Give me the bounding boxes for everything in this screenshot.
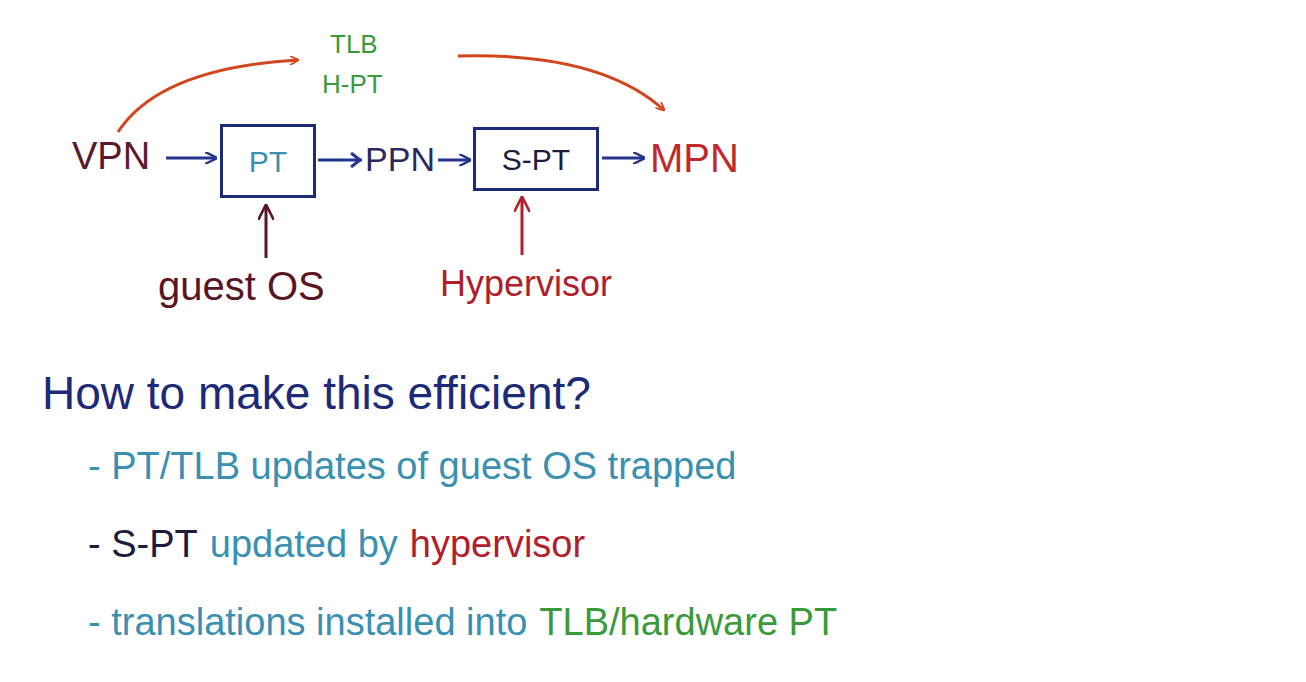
bullet-line: TLB/hardware PT xyxy=(539,602,837,644)
bullet-line: - translations installed into xyxy=(88,602,527,644)
hpt-label: H-PT xyxy=(322,70,383,99)
box-text: S-PT xyxy=(502,143,570,176)
page-table-box: PT xyxy=(220,124,316,198)
arrow-head xyxy=(351,153,360,167)
edge-label: PPN xyxy=(362,141,438,178)
flow-arrow xyxy=(166,157,216,160)
hypervisor-label: Hypervisor xyxy=(440,264,612,304)
vpn-label: VPN xyxy=(72,136,150,178)
heading-question: How to make this efficient? xyxy=(42,368,591,419)
flow-arrow xyxy=(602,157,644,160)
shadow-page-table-box: S-PT xyxy=(473,127,599,191)
bullet-line: hypervisor xyxy=(410,524,585,566)
box-text: PT xyxy=(249,145,287,178)
up-arrow xyxy=(265,206,268,258)
tlb-label: TLB xyxy=(330,30,378,59)
up-arrow xyxy=(521,198,524,255)
curved-arrow xyxy=(458,56,664,110)
bullet-line: - PT/TLB updates of guest OS trapped xyxy=(88,446,736,488)
mpn-label: MPN xyxy=(650,136,739,180)
bullet-line: updated by xyxy=(210,524,398,566)
curved-arrow xyxy=(118,60,298,132)
bullet-line: - S-PT xyxy=(88,524,198,566)
guest-os-label: guest OS xyxy=(158,264,325,308)
